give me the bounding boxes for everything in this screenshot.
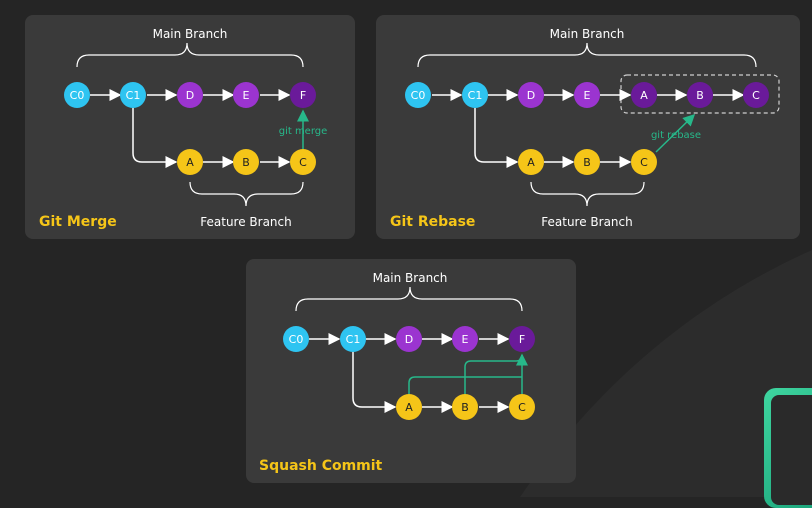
commit-f	[509, 326, 535, 352]
commit-e-label: E	[584, 89, 591, 102]
commit-e	[452, 326, 478, 352]
commit-a	[396, 394, 422, 420]
feature-branch-brace	[530, 181, 645, 207]
squash-path-a	[408, 376, 522, 394]
feature-branch-label: Feature Branch	[541, 215, 633, 229]
commit-c-label: C	[518, 401, 526, 414]
commit-f-label: F	[300, 89, 306, 102]
commit-e	[574, 82, 600, 108]
commit-a-label: A	[405, 401, 413, 414]
feature-branch-brace	[189, 181, 304, 207]
squash-commit-panel: Main Branch C0 C1 D E F A B C Squash Com…	[246, 259, 576, 483]
commit-c0	[405, 82, 431, 108]
feature-branch-label: Feature Branch	[200, 215, 292, 229]
commit-rebased-c	[743, 82, 769, 108]
commit-b	[452, 394, 478, 420]
commit-c1-label: C1	[346, 333, 361, 346]
commit-a	[177, 149, 203, 175]
git-rebase-annotation: git rebase	[651, 130, 701, 141]
commit-d-label: D	[405, 333, 413, 346]
main-branch-brace	[76, 42, 304, 68]
corner-card-inner	[771, 395, 812, 505]
commit-rebased-b-label: B	[696, 89, 704, 102]
commit-c1-label: C1	[126, 89, 141, 102]
background-swoosh	[0, 0, 812, 497]
commit-d	[518, 82, 544, 108]
commit-d	[396, 326, 422, 352]
commit-rebased-a-label: A	[640, 89, 648, 102]
git-merge-panel: Main Branch git merge C0 C1 D E F A B C …	[25, 15, 355, 239]
main-branch-label: Main Branch	[550, 27, 625, 41]
commit-a-label: A	[527, 156, 535, 169]
commit-d-label: D	[527, 89, 535, 102]
commit-e-label: E	[243, 89, 250, 102]
commit-c1	[120, 82, 146, 108]
commit-c0-label: C0	[289, 333, 304, 346]
commit-c-label: C	[640, 156, 648, 169]
commit-f	[290, 82, 316, 108]
commit-d	[177, 82, 203, 108]
commit-c0	[64, 82, 90, 108]
panel-title: Git Merge	[39, 214, 117, 230]
git-rebase-panel: Main Branch git rebase C0 C1 D E A B C	[376, 15, 800, 239]
commit-d-label: D	[186, 89, 194, 102]
commit-b-label: B	[583, 156, 591, 169]
commit-e	[233, 82, 259, 108]
commit-c1	[340, 326, 366, 352]
main-branch-brace	[295, 286, 523, 312]
commit-rebased-a	[631, 82, 657, 108]
commit-c0-label: C0	[411, 89, 426, 102]
commit-f-label: F	[519, 333, 525, 346]
commit-b	[233, 149, 259, 175]
commit-b-label: B	[461, 401, 469, 414]
main-branch-brace	[417, 42, 757, 68]
commit-c	[290, 149, 316, 175]
rebase-arrow	[655, 113, 696, 153]
commit-c1	[462, 82, 488, 108]
git-rebase-diagram: Main Branch git rebase C0 C1 D E A B C	[405, 27, 780, 229]
commit-e-label: E	[462, 333, 469, 346]
squash-path-b	[464, 354, 523, 394]
commit-c0-label: C0	[70, 89, 85, 102]
commit-rebased-c-label: C	[752, 89, 760, 102]
commit-c0	[283, 326, 309, 352]
commit-rebased-b	[687, 82, 713, 108]
commit-b	[574, 149, 600, 175]
commit-a-label: A	[186, 156, 194, 169]
commit-c-label: C	[299, 156, 307, 169]
commit-b-label: B	[242, 156, 250, 169]
squash-commit-diagram: Main Branch C0 C1 D E F A B C	[283, 271, 535, 420]
commit-c1-label: C1	[468, 89, 483, 102]
main-branch-label: Main Branch	[153, 27, 228, 41]
git-merge-annotation: git merge	[279, 126, 328, 137]
panel-title: Squash Commit	[259, 458, 383, 474]
commit-a	[518, 149, 544, 175]
commit-c	[509, 394, 535, 420]
git-merge-diagram: Main Branch git merge C0 C1 D E F A B C …	[64, 27, 328, 229]
panel-title: Git Rebase	[390, 214, 476, 230]
commit-c	[631, 149, 657, 175]
main-branch-label: Main Branch	[373, 271, 448, 285]
